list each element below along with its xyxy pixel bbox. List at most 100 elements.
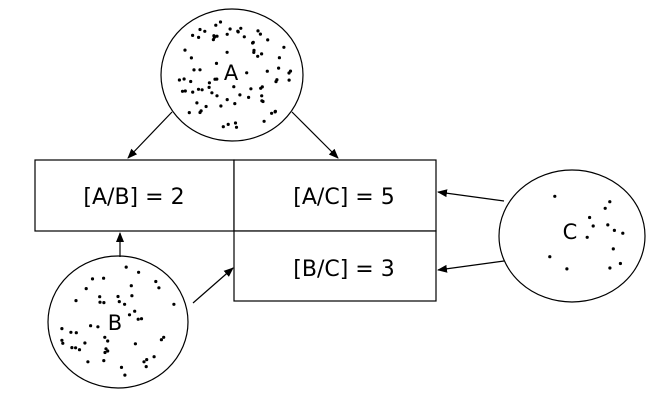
particle-dot xyxy=(251,40,255,45)
box-ac: [A/C] = 5 xyxy=(233,159,437,232)
particle-dot xyxy=(234,125,239,129)
particle-dot xyxy=(162,335,166,339)
particle-dot xyxy=(123,373,127,377)
particle-dot xyxy=(591,224,595,228)
particle-dot xyxy=(60,338,64,342)
particle-dot xyxy=(612,228,617,232)
particle-dot xyxy=(225,50,229,54)
arrow-b-to-bc xyxy=(192,267,234,304)
particle-dot xyxy=(191,33,195,38)
particle-dot xyxy=(103,335,107,339)
box-bc-text: [B/C] = 3 xyxy=(293,257,394,282)
particle-dot xyxy=(183,48,187,52)
particle-dot xyxy=(74,299,78,303)
circle-c-dots xyxy=(548,194,625,271)
particle-dot xyxy=(189,79,193,84)
arrow-c-to-bc xyxy=(437,260,505,273)
particle-dot xyxy=(90,277,95,281)
particle-dot xyxy=(106,339,110,343)
particle-dot xyxy=(74,331,78,335)
particle-dot xyxy=(200,88,204,92)
particle-dot xyxy=(137,270,141,274)
particle-dot xyxy=(548,255,552,259)
particle-dot xyxy=(191,90,195,94)
particle-dot xyxy=(260,94,264,98)
particle-dot xyxy=(277,56,281,60)
particle-dot xyxy=(189,56,193,60)
particle-dot xyxy=(187,111,191,115)
particle-dot xyxy=(133,309,137,313)
particle-dot xyxy=(233,102,237,106)
particle-dot xyxy=(618,261,623,266)
particle-dot xyxy=(198,110,202,115)
particle-dot xyxy=(127,313,132,317)
particle-dot xyxy=(117,300,121,304)
particle-dot xyxy=(608,200,612,204)
circle-b-label: B xyxy=(108,311,122,335)
particle-dot xyxy=(102,359,106,363)
particle-dot xyxy=(86,360,90,364)
particle-dot xyxy=(266,38,270,42)
particle-dot xyxy=(116,294,120,299)
circle-b-dots xyxy=(60,265,176,377)
particle-dot xyxy=(203,29,207,33)
circle-b: B xyxy=(47,255,189,389)
arrow-a-to-ab xyxy=(127,111,173,159)
particle-dot xyxy=(228,27,232,31)
particle-dot xyxy=(204,104,208,109)
particle-dot xyxy=(83,341,87,345)
particle-dot xyxy=(265,69,269,73)
particle-dot xyxy=(196,87,201,91)
particle-dot xyxy=(119,365,124,369)
particle-dot xyxy=(218,20,223,24)
particle-dot xyxy=(77,348,82,352)
particle-dot xyxy=(98,300,102,304)
particle-dot xyxy=(172,302,176,306)
particle-dot xyxy=(70,346,74,350)
particle-dot xyxy=(277,66,281,70)
particle-dot xyxy=(260,52,264,56)
particle-dot xyxy=(215,94,219,98)
particle-dot xyxy=(262,119,266,123)
particle-dot xyxy=(197,35,201,40)
particle-dot xyxy=(260,99,264,103)
particle-dot xyxy=(247,95,251,99)
particle-dot xyxy=(157,286,161,290)
particle-dot xyxy=(159,338,163,342)
particle-dot xyxy=(154,279,158,284)
particle-dot xyxy=(603,206,607,210)
particle-dot xyxy=(133,342,137,346)
particle-dot xyxy=(565,267,569,271)
circle-c: C xyxy=(498,169,646,303)
particle-dot xyxy=(142,360,146,364)
particle-dot xyxy=(282,45,286,49)
particle-dot xyxy=(177,78,181,82)
particle-dot xyxy=(215,34,219,38)
particle-dot xyxy=(287,71,291,75)
box-ac-text: [A/C] = 5 xyxy=(293,185,394,210)
particle-dot xyxy=(256,54,260,58)
particle-dot xyxy=(239,26,243,30)
particle-dot xyxy=(103,350,107,355)
particle-dot xyxy=(195,101,199,105)
particle-dot xyxy=(588,215,592,220)
particle-dot xyxy=(98,295,102,299)
particle-dot xyxy=(608,266,612,270)
arrow-c-to-ac xyxy=(437,189,505,202)
particle-dot xyxy=(145,358,149,362)
particle-dot xyxy=(258,32,262,36)
particle-dot xyxy=(221,125,225,129)
particle-dot xyxy=(275,78,279,82)
particle-dot xyxy=(61,341,65,345)
particle-dot xyxy=(130,294,134,298)
particle-dot xyxy=(212,35,216,39)
particle-dot xyxy=(198,27,202,32)
particle-dot xyxy=(123,302,127,306)
particle-dot xyxy=(102,301,106,305)
particle-dot xyxy=(136,317,140,321)
particle-dot xyxy=(69,330,73,334)
particle-dot xyxy=(225,32,229,36)
particle-dot xyxy=(106,349,110,353)
particle-dot xyxy=(152,355,156,359)
